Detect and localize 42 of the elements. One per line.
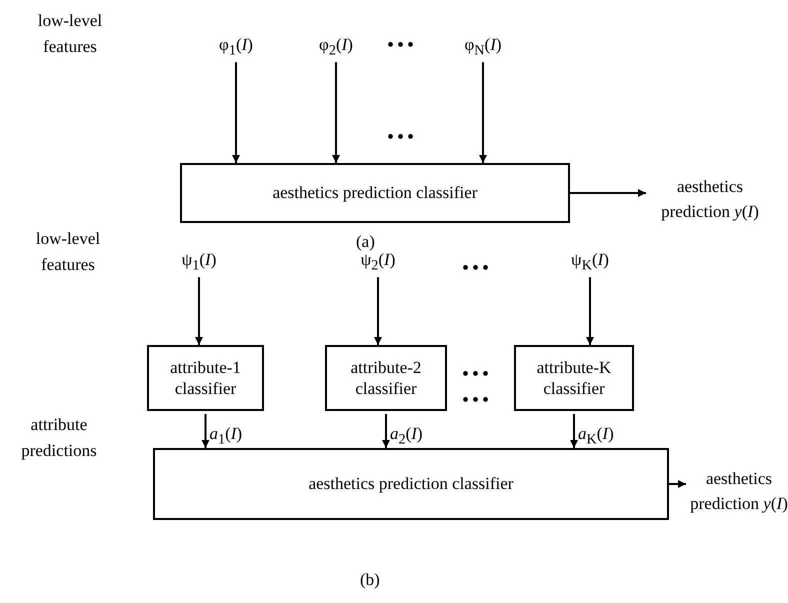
- classifier-box: [514, 345, 634, 411]
- arrow: [332, 62, 340, 163]
- box-label: attribute-2 classifier: [350, 356, 422, 400]
- ellipsis: •••: [462, 388, 492, 412]
- arrow: [586, 277, 594, 345]
- classifier-box: [153, 448, 669, 520]
- arrow: [570, 414, 578, 448]
- box-label: aesthetics prediction classifier: [272, 182, 478, 204]
- feature-label: ψ$_{2}$(I): [360, 250, 396, 274]
- arrow: [202, 414, 210, 448]
- feature-label: ψ$_{K}$(I): [571, 250, 609, 274]
- ellipsis: •••: [462, 362, 492, 386]
- side-label: low-level features: [36, 10, 104, 58]
- classifier-box: [325, 345, 447, 411]
- box-label: attribute-1 classifier: [169, 356, 242, 400]
- feature-label: φ$_{2}$(I): [319, 34, 353, 60]
- classifier-box: [180, 163, 570, 223]
- ellipsis: •••: [387, 33, 418, 57]
- arrow: [669, 480, 686, 488]
- edge-label: a$_{1}$(I): [210, 424, 242, 448]
- subfigure-label: (a): [356, 232, 375, 252]
- side-label: attribute predictions: [20, 414, 98, 462]
- ellipsis: •••: [387, 125, 418, 149]
- arrow: [382, 414, 390, 448]
- feature-label: φ$_{1}$(I): [219, 34, 253, 60]
- output-label: aesthetics prediction y(I): [690, 467, 788, 516]
- edge-label: a$_{K}$(I): [578, 424, 614, 448]
- feature-label: ψ$_{1}$(I): [182, 250, 216, 274]
- ellipsis: •••: [462, 256, 492, 280]
- subfigure-label: (b): [360, 570, 380, 590]
- box-label: attribute-K classifier: [536, 356, 612, 400]
- arrow: [479, 62, 487, 163]
- arrow: [232, 62, 240, 163]
- arrow: [374, 277, 382, 345]
- feature-label: φ$_{N}$(I): [464, 34, 502, 60]
- arrow: [570, 189, 646, 197]
- side-label: low-level features: [34, 228, 102, 276]
- arrow: [195, 277, 203, 345]
- edge-label: a$_{2}$(I): [390, 424, 423, 448]
- output-label: aesthetics prediction y(I): [650, 175, 770, 224]
- box-label: aesthetics prediction classifier: [308, 473, 514, 495]
- classifier-box: [147, 345, 264, 411]
